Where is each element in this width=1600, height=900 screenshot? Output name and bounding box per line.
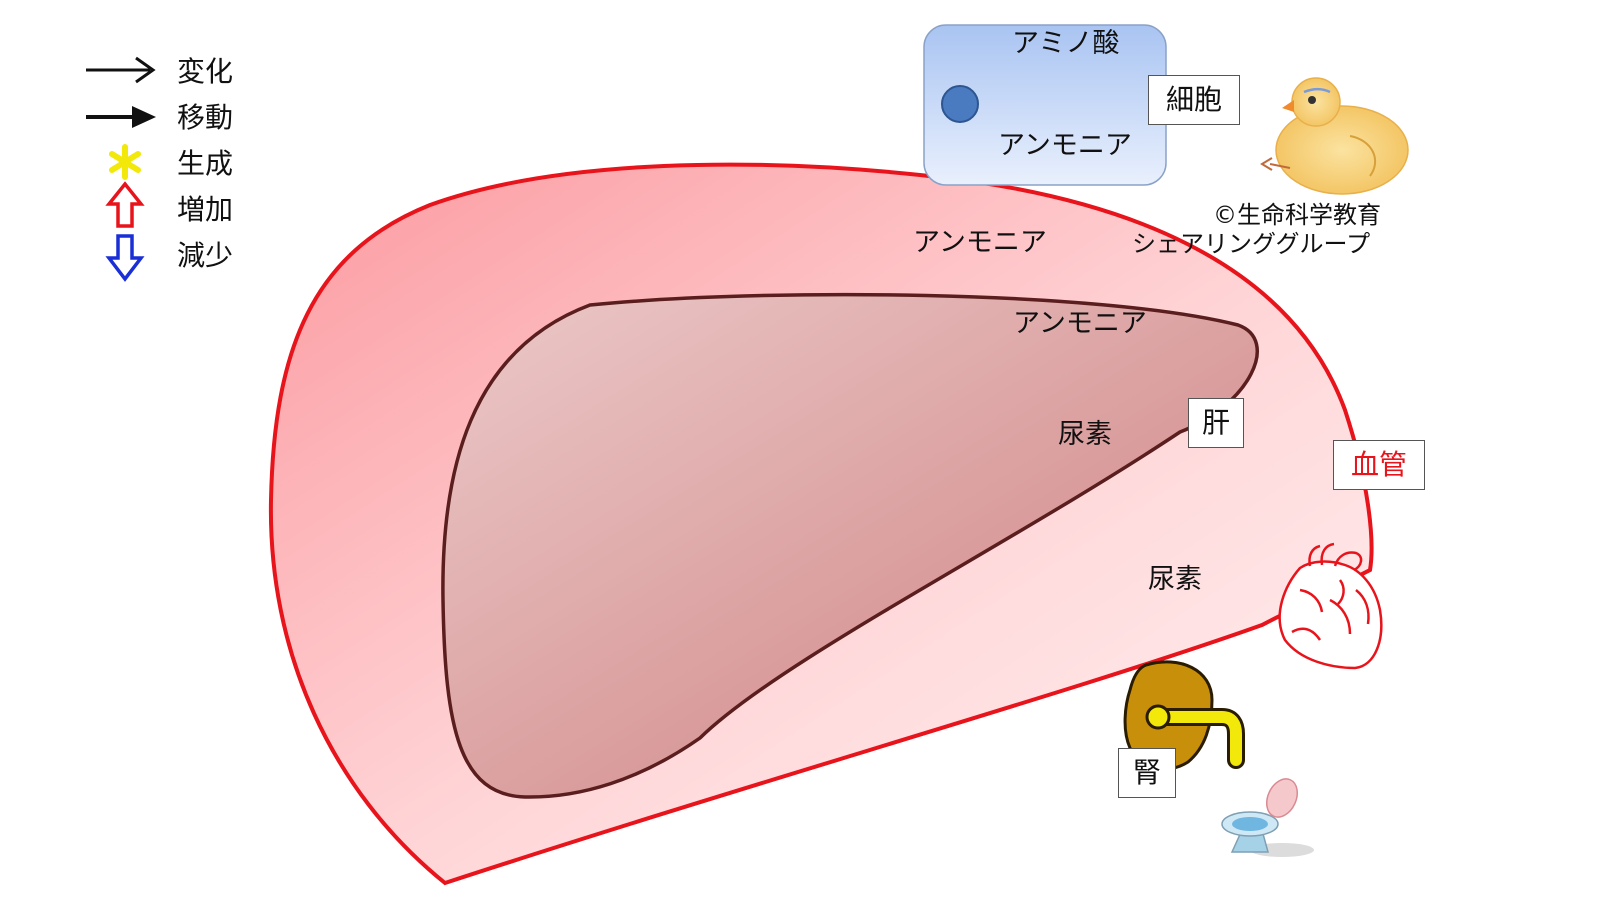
blood-urea-label: 尿素 xyxy=(1148,564,1202,595)
chick-icon xyxy=(1260,77,1409,195)
liver-label: 肝 xyxy=(1201,406,1230,439)
toilet-icon xyxy=(1221,778,1314,857)
arrow-thin-icon xyxy=(86,56,156,84)
kidney-icon xyxy=(1123,660,1245,771)
down-arrow-outline-icon xyxy=(105,234,145,282)
up-arrow-outline-icon xyxy=(105,181,145,228)
liver-urea-label: 尿素 xyxy=(1058,419,1112,450)
legend-label-generate: 生成 xyxy=(177,147,234,180)
kidney-label-box: 腎 xyxy=(1118,748,1176,798)
blood-vessel-label-box: 血管 xyxy=(1333,440,1425,490)
kidney-label: 腎 xyxy=(1132,756,1161,789)
cell-label-box: 細胞 xyxy=(1148,75,1240,125)
liver-shape xyxy=(441,292,1259,799)
legend-label-decrease: 減少 xyxy=(177,239,234,272)
asterisk-icon xyxy=(109,144,141,180)
cell-ammonia-label: アンモニア xyxy=(998,130,1132,161)
copyright-line1: ©生命科学教育 xyxy=(1213,201,1381,229)
cell-label: 細胞 xyxy=(1165,83,1222,116)
nucleus-icon xyxy=(941,85,979,123)
arrow-bold-icon xyxy=(86,106,156,128)
liver-label-box: 肝 xyxy=(1188,398,1244,448)
blood-ammonia-label: アンモニア xyxy=(913,227,1047,258)
liver-ammonia-label: アンモニア xyxy=(1013,308,1147,339)
cell-amino-acid-label: アミノ酸 xyxy=(1012,28,1120,59)
blood-vessel-label: 血管 xyxy=(1350,448,1407,481)
legend-label-change: 変化 xyxy=(177,55,234,88)
copyright-line2: シェアリンググループ xyxy=(1132,230,1371,258)
legend-label-move: 移動 xyxy=(177,101,234,134)
legend-label-increase: 増加 xyxy=(177,193,234,226)
heart-icon xyxy=(1278,542,1383,670)
